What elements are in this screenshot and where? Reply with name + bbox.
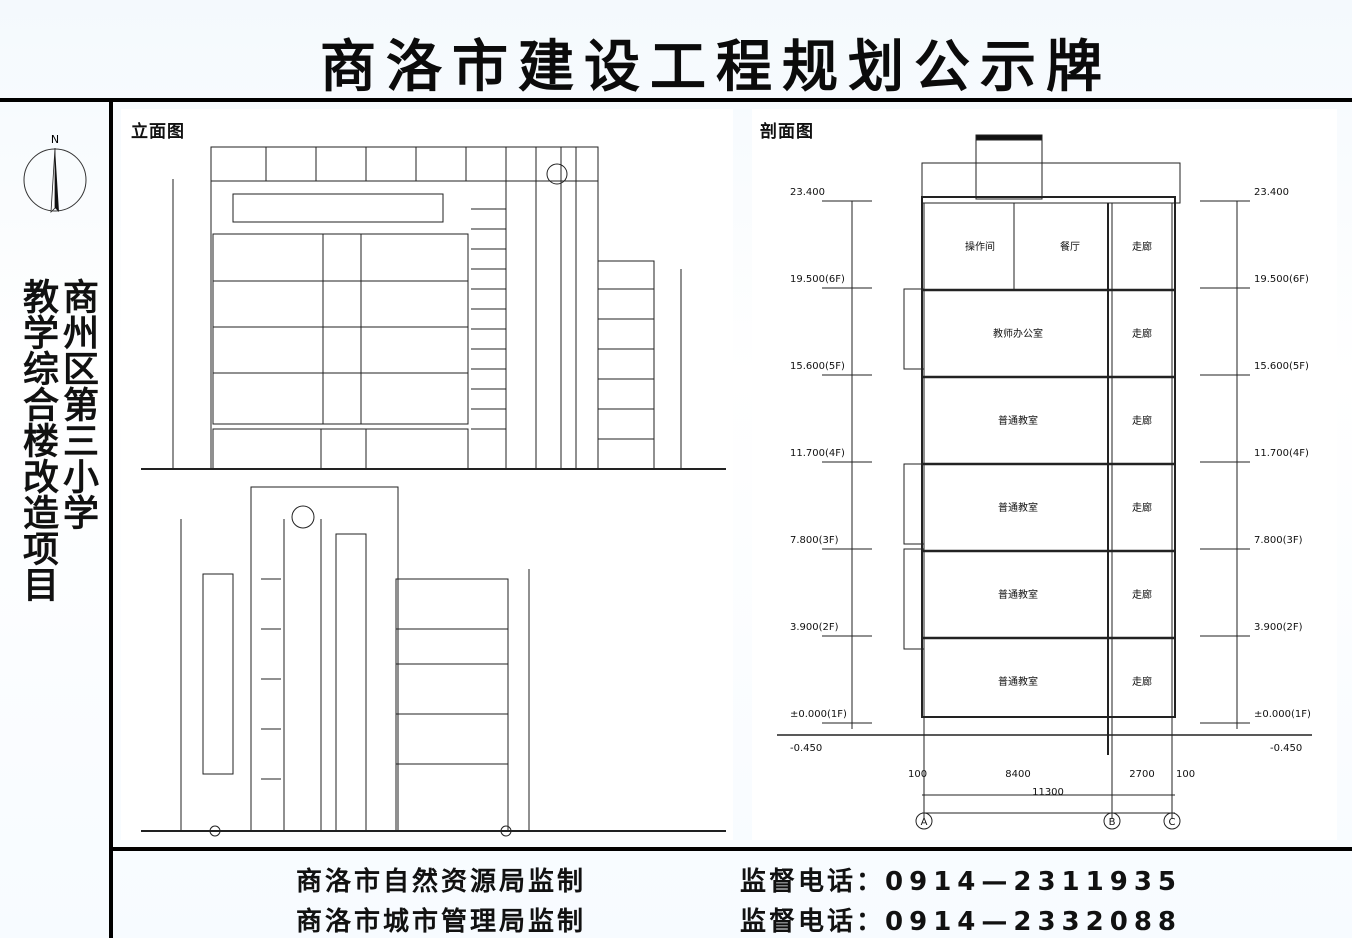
room-label: 走廊 <box>1132 240 1152 253</box>
level-right: 19.500(6F) <box>1254 274 1309 285</box>
left-divider <box>109 100 113 938</box>
room-label: 餐厅 <box>1060 240 1080 253</box>
room-label: 教师办公室 <box>993 327 1043 340</box>
room-label: 普通教室 <box>998 501 1038 514</box>
axis-label: B <box>1109 817 1116 828</box>
level-right: 23.400 <box>1254 187 1289 198</box>
footer-org-1: 商洛市自然资源局监制 <box>296 867 587 897</box>
elevation-panel: 立面图 <box>121 109 733 840</box>
room-label: 走廊 <box>1132 414 1152 427</box>
level-left: 19.500(6F) <box>790 274 845 285</box>
dim-label: 8400 <box>1005 769 1030 780</box>
axis-label: A <box>921 817 928 828</box>
project-title-line2: 教学综合楼改造项目 <box>17 278 58 602</box>
level-left: 23.400 <box>790 187 825 198</box>
axis-label: C <box>1169 817 1176 828</box>
section-drawing: 操作间 餐厅 走廊 教师办公室 走廊 普通教室 走廊 普通教室 走廊 普通教室 … <box>777 134 1312 830</box>
page-title: 商洛市建设工程规划公示牌 <box>320 35 1112 100</box>
level-right: 15.600(5F) <box>1254 361 1309 372</box>
phone-number: 0914—2311935 <box>885 867 1183 897</box>
level-left: -0.450 <box>790 743 822 754</box>
level-left: ±0.000(1F) <box>790 709 847 720</box>
room-label: 操作间 <box>965 240 995 253</box>
top-divider <box>0 98 1352 102</box>
level-right: 7.800(3F) <box>1254 535 1303 546</box>
footer-phone-1: 监督电话：0914—2311935 <box>740 861 1182 898</box>
room-label: 走廊 <box>1132 327 1152 340</box>
level-right: 3.900(2F) <box>1254 622 1303 633</box>
footer-phone-2: 监督电话：0914—2332088 <box>740 901 1182 938</box>
room-label: 走廊 <box>1132 501 1152 514</box>
dim-label: 2700 <box>1129 769 1154 780</box>
room-label: 普通教室 <box>998 675 1038 688</box>
elevation-panel-label: 立面图 <box>131 122 185 142</box>
level-left: 11.700(4F) <box>790 448 845 459</box>
phone-label: 监督电话： <box>740 867 886 897</box>
dim-label: 100 <box>1176 769 1195 780</box>
section-panel: 剖面图 <box>752 109 1337 840</box>
level-right: ±0.000(1F) <box>1254 709 1311 720</box>
dim-label: 11300 <box>1032 787 1064 798</box>
elevation-drawing <box>141 146 726 837</box>
room-label: 走廊 <box>1132 588 1152 601</box>
phone-label: 监督电话： <box>740 907 886 937</box>
level-right: 11.700(4F) <box>1254 448 1309 459</box>
north-arrow-icon: N <box>23 133 87 214</box>
room-label: 普通教室 <box>998 414 1038 427</box>
dim-label: 100 <box>908 769 927 780</box>
level-left: 15.600(5F) <box>790 361 845 372</box>
level-left: 3.900(2F) <box>790 622 839 633</box>
room-label: 普通教室 <box>998 588 1038 601</box>
section-panel-label: 剖面图 <box>760 122 814 142</box>
project-title-line1-text: 商州区第三小学 <box>57 278 98 530</box>
footer-org-2: 商洛市城市管理局监制 <box>296 907 587 937</box>
room-label: 走廊 <box>1132 675 1152 688</box>
project-title-line1: 商州区第三小学 <box>57 278 98 530</box>
level-right: -0.450 <box>1270 743 1302 754</box>
bottom-divider <box>109 847 1352 851</box>
phone-number: 0914—2332088 <box>885 907 1183 937</box>
compass-label: N <box>51 133 59 146</box>
project-title-line2-text: 教学综合楼改造项目 <box>17 278 58 602</box>
level-left: 7.800(3F) <box>790 535 839 546</box>
